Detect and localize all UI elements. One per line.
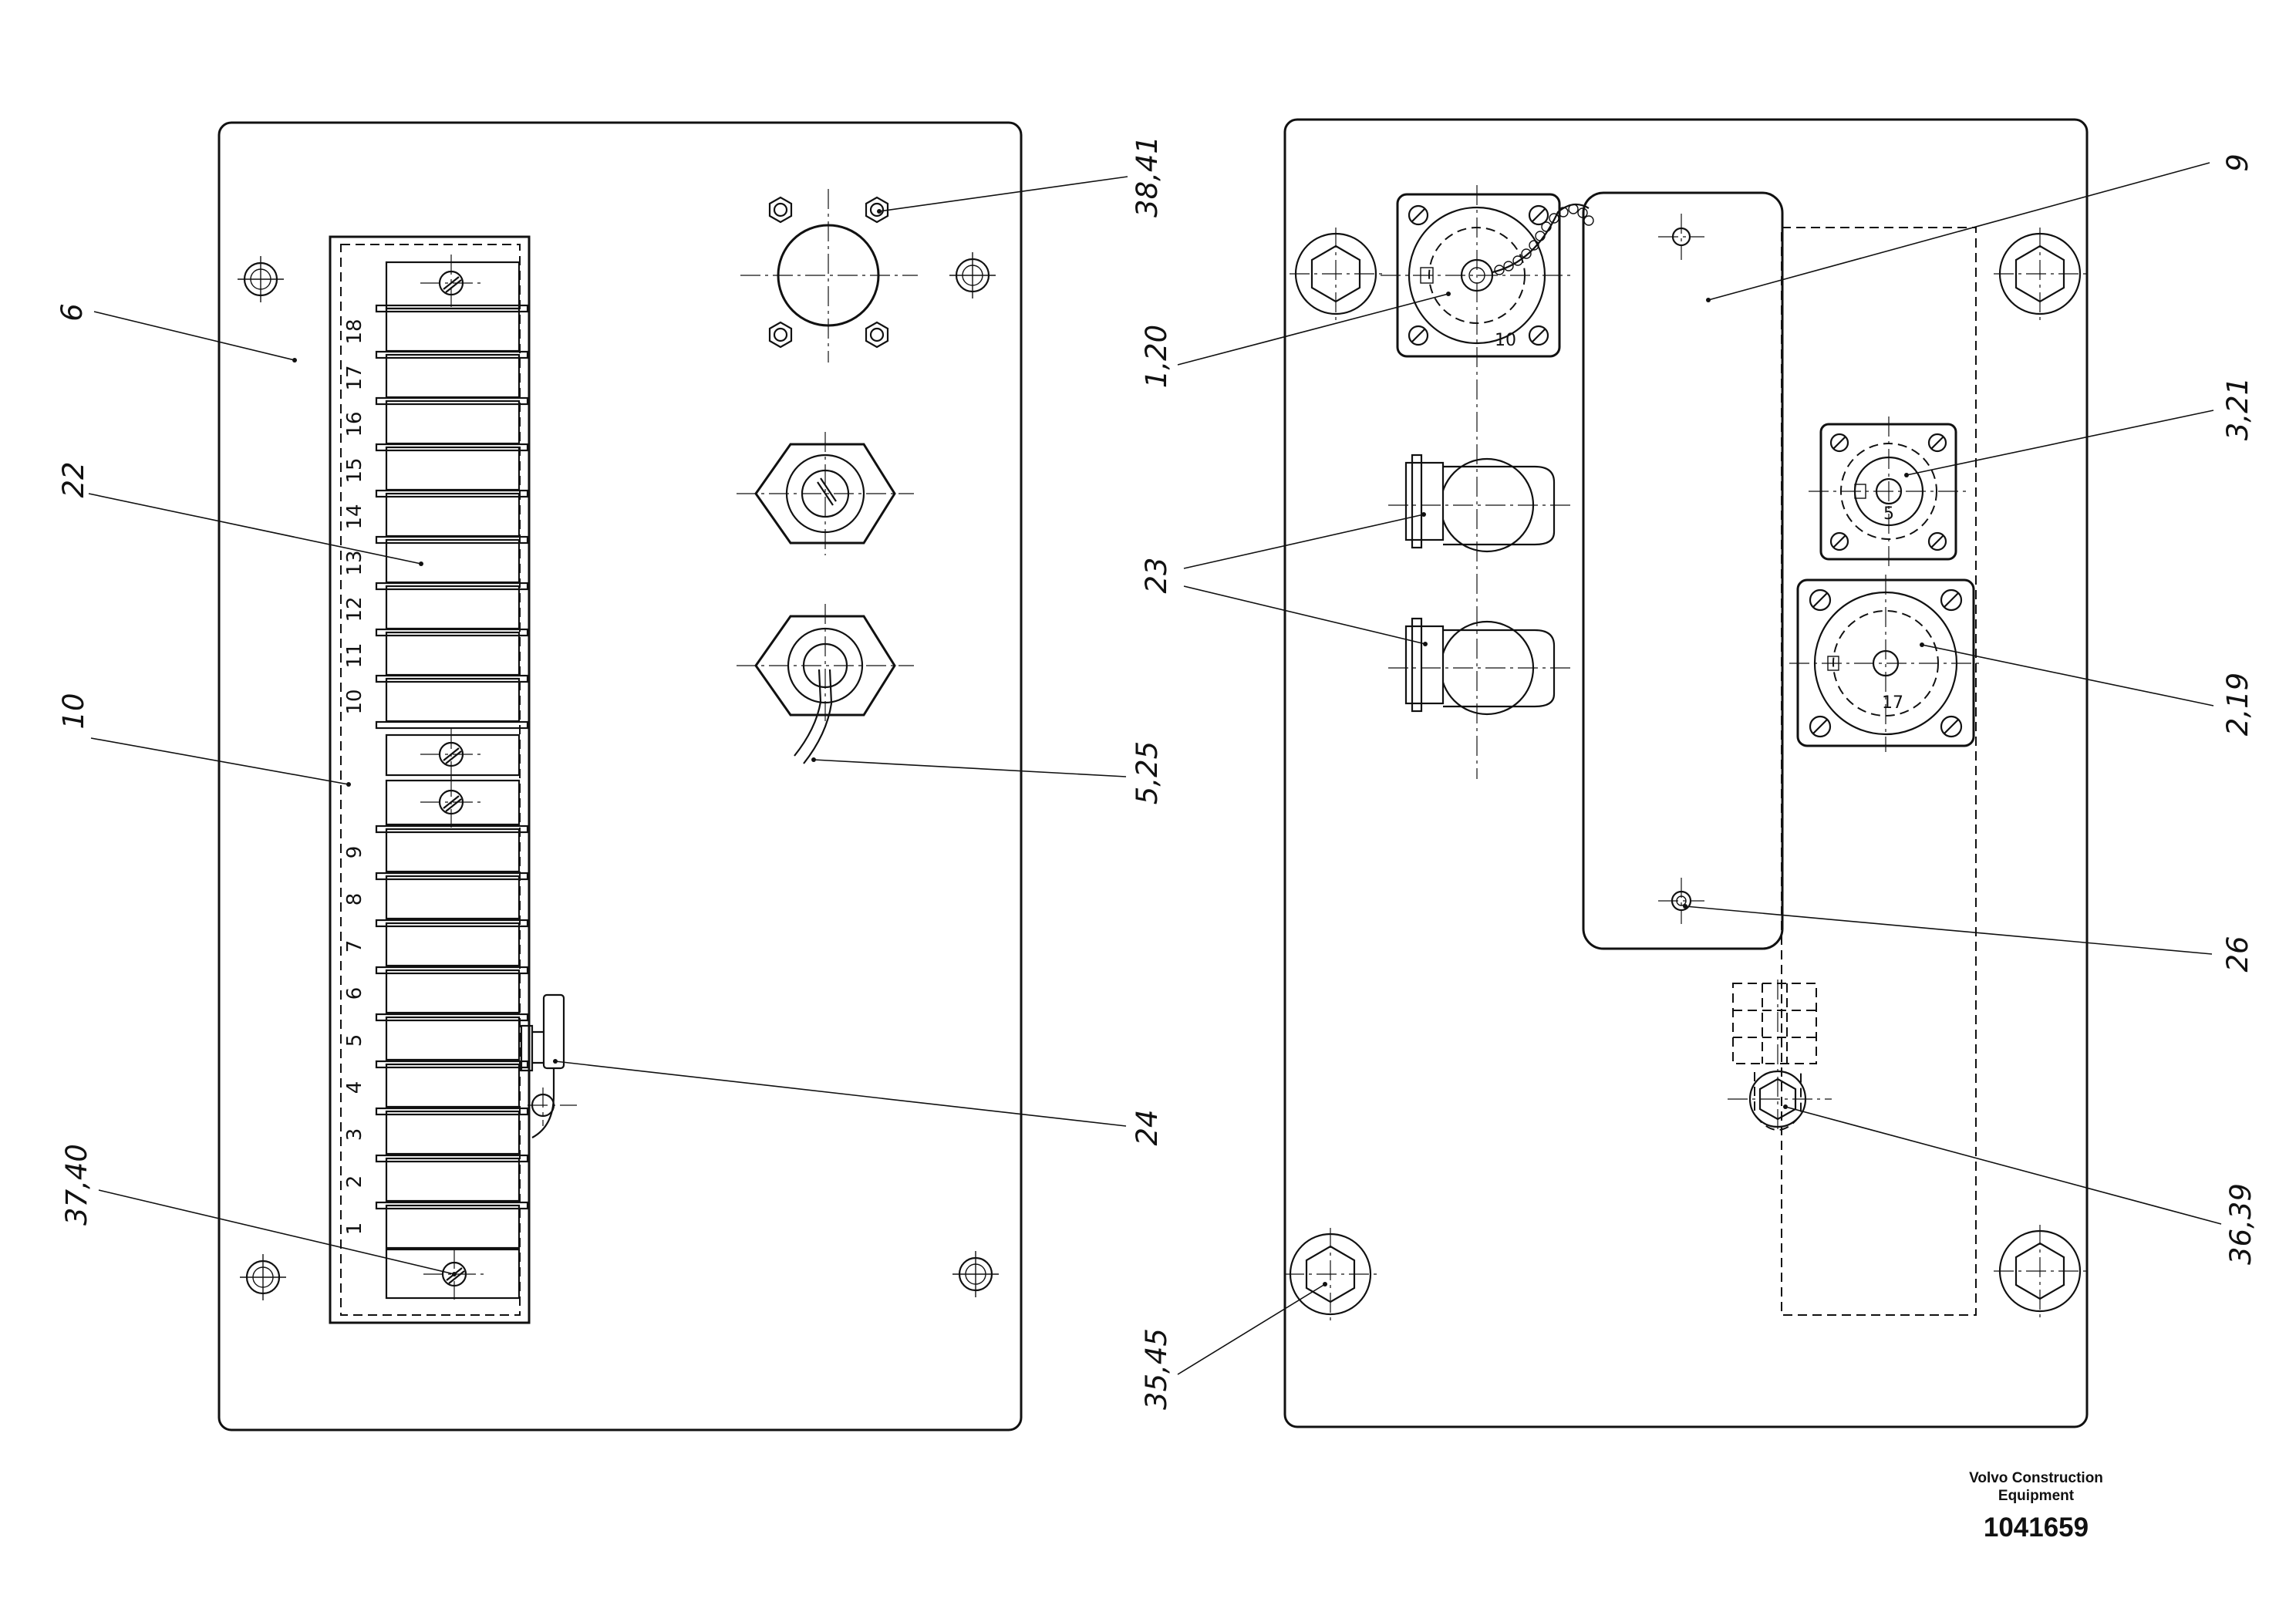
corner-screw xyxy=(1829,433,1849,453)
left-panel: 18 17 16 15 14 13 12 11 10 9 8 7 6 5 4 3… xyxy=(56,121,1164,1431)
terminal-number: 5 xyxy=(343,1034,366,1047)
hex-nut xyxy=(865,321,889,349)
brand-name-line1: Volvo Construction xyxy=(1969,1470,2103,1486)
hex-nut xyxy=(865,196,889,224)
brand-name-line2: Equipment xyxy=(1998,1488,2075,1504)
callout-label: 26 xyxy=(2221,936,2254,972)
cable-gland xyxy=(737,432,914,555)
terminal-number: 7 xyxy=(343,940,366,953)
terminal-number: 6 xyxy=(343,987,366,1000)
left-leaders xyxy=(88,176,1128,1276)
corner-screw xyxy=(1940,588,1963,612)
corner-screw xyxy=(1809,588,1832,612)
title-block: Volvo Construction Equipment 1041659 xyxy=(1920,1469,2152,1546)
corner-screw xyxy=(1528,204,1549,226)
terminal-number: 18 xyxy=(343,319,366,344)
callout-label: 38,41 xyxy=(1131,136,1164,218)
terminal-number: 15 xyxy=(343,457,366,483)
square-connector-10: 10 xyxy=(1381,185,1594,779)
terminal-number: 16 xyxy=(343,411,366,437)
terminal-number: 14 xyxy=(343,504,366,529)
terminal-numbers: 18 17 16 15 14 13 12 11 10 9 8 7 6 5 4 3… xyxy=(343,319,366,1235)
mounting-hole xyxy=(952,1251,999,1297)
connector-mark: 10 xyxy=(1495,331,1516,350)
corner-screw xyxy=(1927,531,1947,551)
callout-label: 23 xyxy=(1140,557,1173,593)
terminal-screws xyxy=(420,255,485,1300)
callout-label: 22 xyxy=(57,461,90,497)
terminal-number: 11 xyxy=(343,642,366,668)
right-panel-plate xyxy=(1283,118,2089,1428)
hex-nut xyxy=(768,321,793,349)
terminal-number: 12 xyxy=(343,596,366,622)
round-connector xyxy=(740,189,918,363)
corner-bolts xyxy=(1284,228,2086,1320)
drawing-number: 1041659 xyxy=(1983,1512,2089,1543)
cover-plate xyxy=(1582,191,1784,950)
callout-label: 36,39 xyxy=(2224,1183,2257,1265)
ground-bolt-assembly xyxy=(1728,980,1832,1134)
callout-label: 5,25 xyxy=(1131,741,1164,804)
corner-screw xyxy=(1408,204,1429,226)
terminal-number: 4 xyxy=(343,1081,366,1094)
screw xyxy=(420,255,482,312)
left-mounting-holes xyxy=(238,252,999,1300)
right-leaders xyxy=(1177,162,2222,1375)
square-connector-17: 17 xyxy=(1789,575,1982,752)
corner-screw xyxy=(1809,715,1832,738)
mounting-hole xyxy=(238,256,284,302)
screw xyxy=(420,777,482,828)
callout-label: 37,40 xyxy=(60,1144,93,1226)
terminal-number: 8 xyxy=(343,893,366,906)
right-panel: 10 5 xyxy=(1140,118,2257,1428)
socket-lower xyxy=(1388,617,1573,716)
callout-label: 6 xyxy=(56,303,89,322)
terminal-number: 17 xyxy=(343,365,366,390)
terminal-number: 2 xyxy=(343,1175,366,1189)
terminal-number: 1 xyxy=(343,1222,366,1236)
hidden-outline xyxy=(1781,227,1977,1316)
terminal-number: 3 xyxy=(343,1128,366,1141)
cap-chain xyxy=(1494,204,1594,275)
corner-screw xyxy=(1528,325,1549,346)
square-connector-5: 5 xyxy=(1809,416,1971,571)
corner-screw xyxy=(1940,715,1963,738)
callout-label: 9 xyxy=(2221,153,2254,172)
hex-bolt xyxy=(1994,228,2086,320)
screw xyxy=(420,729,482,780)
corner-screw xyxy=(1927,433,1947,453)
connector-mark: 17 xyxy=(1882,693,1903,713)
hex-bolt xyxy=(1284,1228,1377,1320)
mounting-hole xyxy=(240,1254,286,1300)
callout-label: 3,21 xyxy=(2221,377,2254,440)
terminal-number: 10 xyxy=(343,689,366,714)
hex-nut xyxy=(768,196,793,224)
hex-bolt xyxy=(1994,1225,2086,1317)
terminal-number: 9 xyxy=(343,846,366,859)
terminal-rows xyxy=(385,307,521,1249)
connector-mark: 5 xyxy=(1883,504,1894,524)
callout-label: 10 xyxy=(57,693,90,729)
terminal-block xyxy=(329,235,577,1324)
mounting-hole xyxy=(949,252,996,298)
hex-bolt xyxy=(1290,228,1382,320)
corner-screw xyxy=(1829,531,1849,551)
right-callouts: 1,20 23 9 3,21 2,19 26 36,39 35,45 xyxy=(1140,153,2257,1410)
callout-label: 1,20 xyxy=(1140,325,1173,388)
cable-gland-with-wire xyxy=(737,604,914,764)
terminal-separators xyxy=(375,304,529,1210)
left-callouts: 6 22 10 37,40 38,41 5,25 24 xyxy=(56,136,1164,1226)
diode-bracket xyxy=(520,993,577,1138)
socket-upper xyxy=(1388,454,1573,553)
callout-label: 24 xyxy=(1131,1109,1164,1145)
callout-label: 2,19 xyxy=(2221,673,2254,736)
callout-label: 35,45 xyxy=(1140,1328,1173,1410)
corner-screw xyxy=(1408,325,1429,346)
left-panel-plate xyxy=(217,121,1023,1431)
terminal-number: 13 xyxy=(343,550,366,575)
